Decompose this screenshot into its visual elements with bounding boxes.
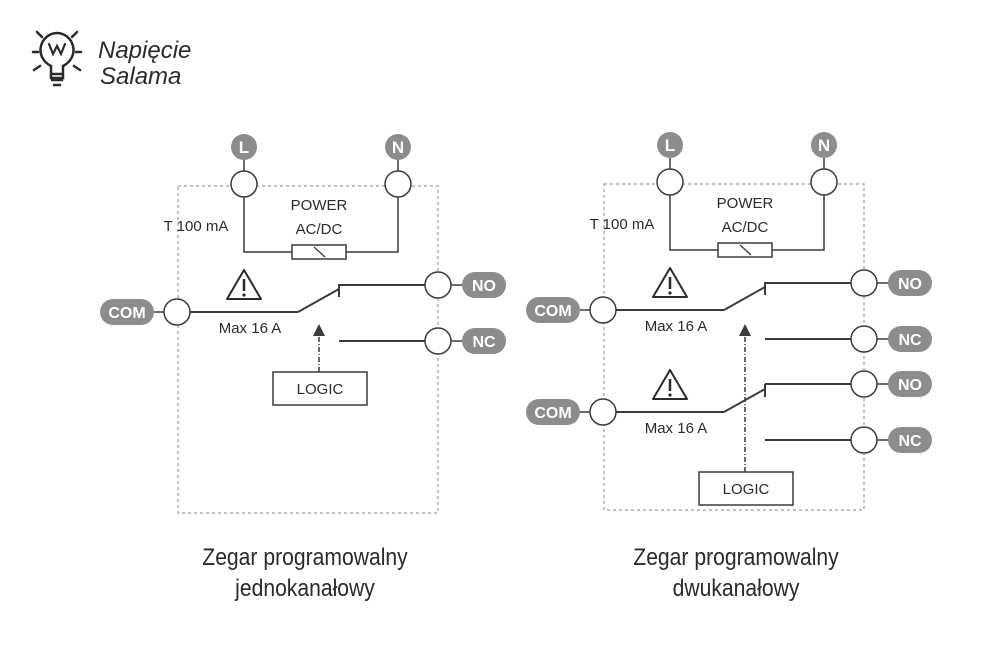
max-current-label: Max 16 A — [645, 420, 708, 437]
caption-dual-channel: Zegar programowalny dwukanałowy — [604, 542, 868, 604]
neutral-badge — [811, 132, 837, 158]
caption-single-channel: Zegar programowalny jednokanałowy — [173, 542, 437, 604]
nc-badge-channel-1 — [888, 326, 932, 352]
fuse-label: T 100 mA — [164, 218, 229, 235]
caption-line-1: Zegar programowalny — [633, 544, 839, 571]
phase-badge — [231, 134, 257, 160]
nc-label: NC — [898, 433, 922, 450]
nc-label: NC — [898, 332, 922, 349]
no-badge — [462, 272, 506, 298]
neutral-label: N — [818, 136, 830, 155]
max-current-label: Max 16 A — [645, 318, 708, 335]
no-terminal-channel-2 — [850, 370, 878, 398]
brand-name-line1: Napięcie — [98, 37, 191, 64]
neutral-label: N — [392, 138, 404, 157]
warning-triangle-icon — [226, 269, 262, 300]
neutral-terminal — [384, 170, 412, 198]
nc-badge-channel-2 — [888, 427, 932, 453]
no-terminal — [424, 271, 452, 299]
device-outline — [177, 185, 439, 514]
nc-terminal-channel-2 — [850, 426, 878, 454]
brand-name-line2: Salama — [100, 63, 181, 90]
com-badge-channel-2 — [526, 399, 580, 425]
power-label: POWER — [717, 195, 774, 212]
neutral-badge — [385, 134, 411, 160]
phase-terminal — [230, 170, 258, 198]
relay-switch-contact-channel-1 — [723, 286, 766, 311]
power-type-label: AC/DC — [296, 221, 343, 238]
diagram-single-channel: L N POWER AC/DC T 100 mA COM NO NC — [100, 134, 506, 514]
logic-label: LOGIC — [723, 481, 770, 498]
warning-triangle-icon — [652, 369, 688, 400]
com-terminal-channel-1 — [589, 296, 617, 324]
phase-label: L — [665, 136, 675, 155]
phase-label: L — [239, 138, 249, 157]
no-label: NO — [898, 276, 922, 293]
com-terminal — [163, 298, 191, 326]
com-label: COM — [534, 303, 571, 320]
no-badge-channel-2 — [888, 371, 932, 397]
relay-switch-contact — [297, 288, 340, 313]
brand-logo: Napięcie Salama — [31, 30, 191, 90]
caption-line-2: jednokanałowy — [235, 575, 375, 602]
no-badge-channel-1 — [888, 270, 932, 296]
power-label: POWER — [291, 197, 348, 214]
com-terminal-channel-2 — [589, 398, 617, 426]
neutral-terminal — [810, 168, 838, 196]
com-badge — [100, 299, 154, 325]
nc-label: NC — [472, 334, 496, 351]
phase-badge — [657, 132, 683, 158]
logic-block — [272, 371, 368, 406]
logic-block — [698, 471, 794, 506]
caption-line-2: dwukanałowy — [672, 575, 800, 602]
fuse-label: T 100 mA — [590, 216, 655, 233]
no-label: NO — [898, 377, 922, 394]
nc-terminal — [424, 327, 452, 355]
com-label: COM — [108, 305, 145, 322]
diagram-dual-channel: L N POWER AC/DC T 100 mA COM NO NC — [526, 132, 932, 511]
caption-line-1: Zegar programowalny — [202, 544, 408, 571]
warning-triangle-icon — [652, 267, 688, 298]
com-badge-channel-1 — [526, 297, 580, 323]
nc-badge — [462, 328, 506, 354]
com-label: COM — [534, 405, 571, 422]
no-label: NO — [472, 278, 496, 295]
logic-label: LOGIC — [297, 381, 344, 398]
nc-terminal-channel-1 — [850, 325, 878, 353]
power-type-label: AC/DC — [722, 219, 769, 236]
lightbulb-icon — [31, 30, 83, 87]
no-terminal-channel-1 — [850, 269, 878, 297]
phase-terminal — [656, 168, 684, 196]
max-current-label: Max 16 A — [219, 320, 282, 337]
